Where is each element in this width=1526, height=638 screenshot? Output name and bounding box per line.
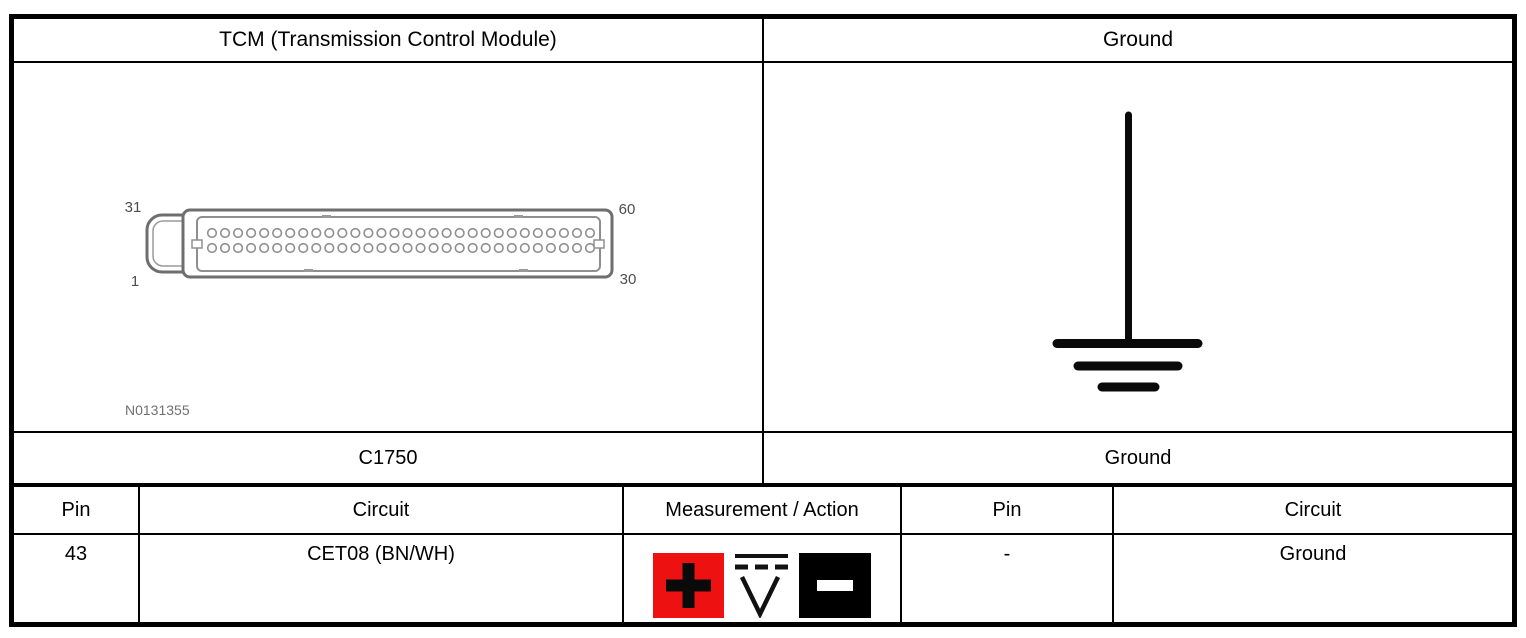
pin-label-top-left: 31 [125, 199, 142, 216]
table-row: 43 CET08 (BN/WH) - Gro [14, 535, 1512, 622]
caption-row: C1750 Ground [14, 433, 1512, 487]
col-header-circuit-left: Circuit [140, 487, 624, 533]
col-header-pin-right: Pin [902, 487, 1114, 533]
column-header-row: Pin Circuit Measurement / Action Pin Cir… [14, 487, 1512, 535]
pin-left-cell: 43 [14, 535, 140, 622]
ground-caption-cell: Ground [1104, 447, 1172, 469]
tcm-header-cell: TCM (Transmission Control Module) [14, 19, 764, 61]
pin-right-cell: - [902, 535, 1114, 622]
diagram-row: 31 60 1 30 N0131355 [14, 63, 1512, 433]
col-header-circuit-right: Circuit [1284, 499, 1342, 521]
ground-symbol [1052, 111, 1203, 392]
circuit-right-cell: Ground [1279, 543, 1347, 565]
measurement-icon-group [653, 543, 871, 618]
figure-id-label: N0131355 [125, 402, 190, 418]
measurement-cell [624, 535, 902, 622]
col-header-measurement: Measurement / Action [624, 487, 902, 533]
ground-symbol-cell [764, 63, 1512, 431]
circuit-left-cell: CET08 (BN/WH) [140, 535, 624, 622]
pin-label-bottom-right: 30 [620, 271, 637, 288]
pin-label-bottom-left: 1 [131, 273, 139, 290]
tcm-connector-illustration: 31 60 1 30 N0131355 [125, 199, 637, 418]
dc-voltage-meter-icon [735, 554, 788, 618]
connector-diagram-cell: 31 60 1 30 N0131355 [14, 63, 764, 431]
col-header-pin-left: Pin [14, 487, 140, 533]
pin-label-top-right: 60 [619, 201, 636, 218]
pinout-table: TCM (Transmission Control Module) Ground [9, 14, 1517, 627]
negative-probe-icon [799, 553, 871, 618]
connector-pin-field [206, 227, 596, 254]
title-row: TCM (Transmission Control Module) Ground [14, 19, 1512, 63]
positive-probe-icon [653, 553, 724, 618]
connector-name-cell: C1750 [14, 433, 764, 483]
ground-header-cell: Ground [1102, 28, 1174, 52]
